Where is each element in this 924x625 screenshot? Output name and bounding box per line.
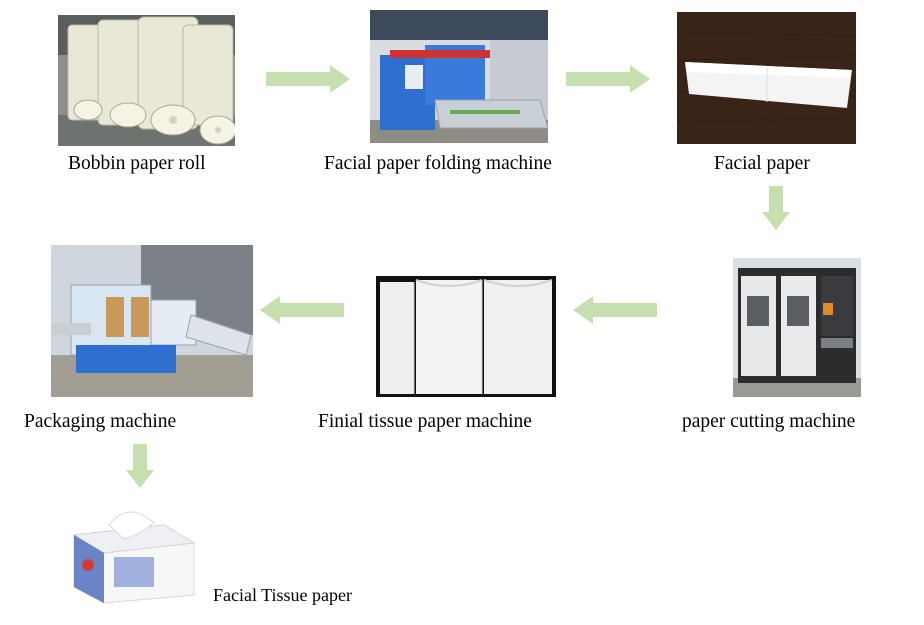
packaging-machine-photo xyxy=(51,245,253,397)
tissue-pack-photo xyxy=(54,495,202,607)
step-label-facial-paper: Facial paper xyxy=(714,153,810,174)
arrow-down-icon xyxy=(126,444,154,488)
cutting-machine-photo xyxy=(733,258,861,397)
folding-machine-photo xyxy=(370,10,548,143)
step-label-final-tissue-machine: Finial tissue paper machine xyxy=(318,411,532,432)
step-label-bobbin-paper-roll: Bobbin paper roll xyxy=(68,153,206,174)
paper-roll-photo xyxy=(58,15,235,146)
arrow-left-icon xyxy=(260,296,344,324)
step-label-facial-tissue-paper: Facial Tissue paper xyxy=(213,585,352,605)
facial-paper-photo xyxy=(677,12,856,144)
arrow-right-icon xyxy=(566,65,650,93)
step-label-folding-machine: Facial paper folding machine xyxy=(324,153,552,174)
arrow-down-icon xyxy=(762,186,790,230)
arrow-left-icon xyxy=(573,296,657,324)
step-label-packaging-machine: Packaging machine xyxy=(24,411,177,432)
tissue-stack-photo xyxy=(376,276,556,397)
step-label-cutting-machine: paper cutting machine xyxy=(682,411,856,432)
arrow-right-icon xyxy=(266,65,350,93)
